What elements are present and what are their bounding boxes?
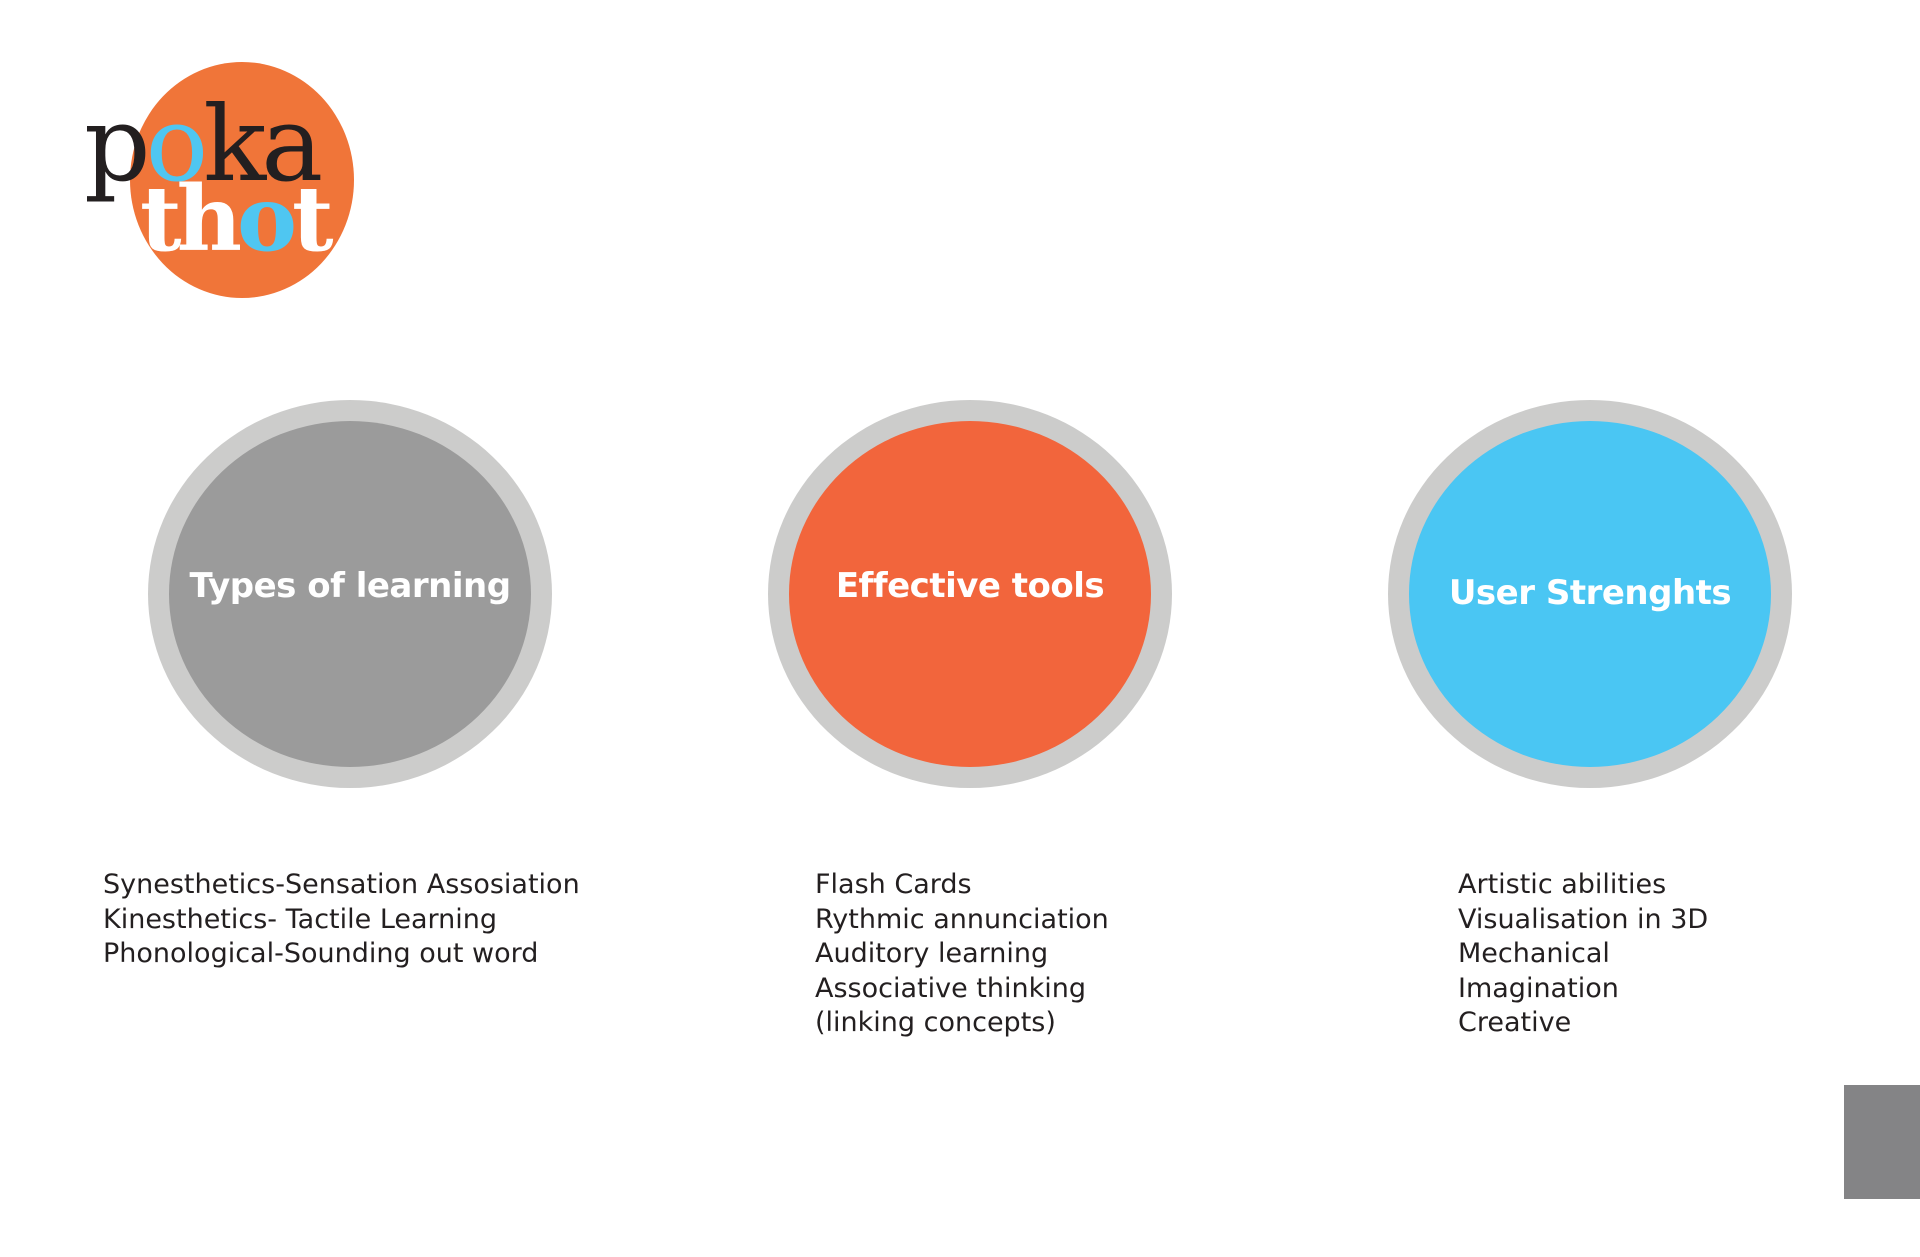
user-strengths-circle-fill: User Strenghts [1409,421,1771,767]
types-of-learning-list: Synesthetics-Sensation Assosiation Kines… [103,868,580,972]
list-item: Auditory learning [815,938,1049,969]
list-item: Flash Cards [815,869,972,900]
effective-tools-circle: Effective tools [768,400,1172,788]
effective-tools-circle-fill: Effective tools [789,421,1151,767]
effective-tools-list: Flash Cards Rythmic annunciation Auditor… [815,868,1109,1041]
pokathot-logo: poka thot [84,62,354,302]
effective-tools-title: Effective tools [835,566,1105,606]
list-item: Kinesthetics- Tactile Learning [103,903,498,935]
list-item: (linking concepts) [815,1007,1056,1038]
types-of-learning-circle-fill: Types of learning [169,421,531,767]
list-item: Imagination [1458,972,1619,1004]
logo-word-thot: thot [140,166,334,272]
list-item: Visualisation in 3D [1458,903,1709,935]
types-of-learning-title: Types of learning [189,566,511,606]
list-item: Mechanical [1458,938,1610,969]
list-item: Synesthetics-Sensation Assosiation [103,869,580,900]
logo-word-poka: poka [84,83,323,205]
user-strengths-title: User Strenghts [1448,573,1732,613]
list-item: Associative thinking [815,972,1086,1004]
list-item: Rythmic annunciation [815,903,1109,935]
user-strengths-list: Artistic abilities Visualisation in 3D M… [1458,868,1708,1041]
logo-circle [130,62,354,298]
list-item: Phonological-Sounding out word [103,938,539,969]
list-item: Artistic abilities [1458,869,1667,900]
types-of-learning-circle: Types of learning [148,400,552,788]
user-strengths-circle: User Strenghts [1388,400,1792,788]
corner-gray-block [1844,1085,1920,1199]
list-item: Creative [1458,1007,1572,1038]
